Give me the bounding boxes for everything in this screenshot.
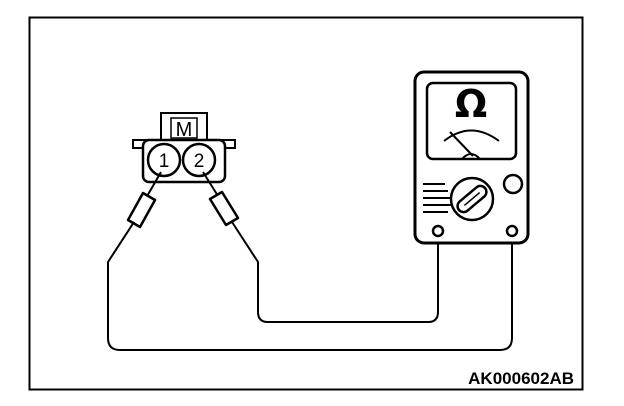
connector: M 1 2 <box>132 112 236 184</box>
meter-scale-arc <box>443 129 500 142</box>
connector-label: M <box>176 119 193 141</box>
pin-1-number: 1 <box>159 151 170 172</box>
test-lead-inner <box>231 221 439 323</box>
figure-reference-code: AK000602AB <box>468 369 574 388</box>
ohmmeter: Ω <box>413 70 530 245</box>
range-scale-lines <box>423 183 451 213</box>
probe-right <box>202 171 240 227</box>
zero-adjust-knob <box>502 173 524 195</box>
probe-left <box>126 171 162 229</box>
terminal-right <box>505 224 519 238</box>
test-lead-outer <box>107 221 513 351</box>
probe-left-handle <box>126 191 157 229</box>
diagram-frame <box>28 16 584 391</box>
terminal-left <box>431 224 445 238</box>
meter-needle-pivot <box>461 153 481 160</box>
ohmmeter-display <box>425 81 518 161</box>
meter-needle <box>449 131 474 157</box>
connector-label-box <box>170 117 198 139</box>
connector-pin-2 <box>181 142 217 178</box>
connector-pin-1 <box>146 142 182 178</box>
ohm-unit-symbol: Ω <box>455 82 487 126</box>
probe-right-tip <box>202 171 219 197</box>
probe-left-tip <box>145 171 162 199</box>
pin-2-number: 2 <box>194 151 205 172</box>
range-selector-knob <box>456 184 488 214</box>
probe-right-handle <box>208 190 240 227</box>
